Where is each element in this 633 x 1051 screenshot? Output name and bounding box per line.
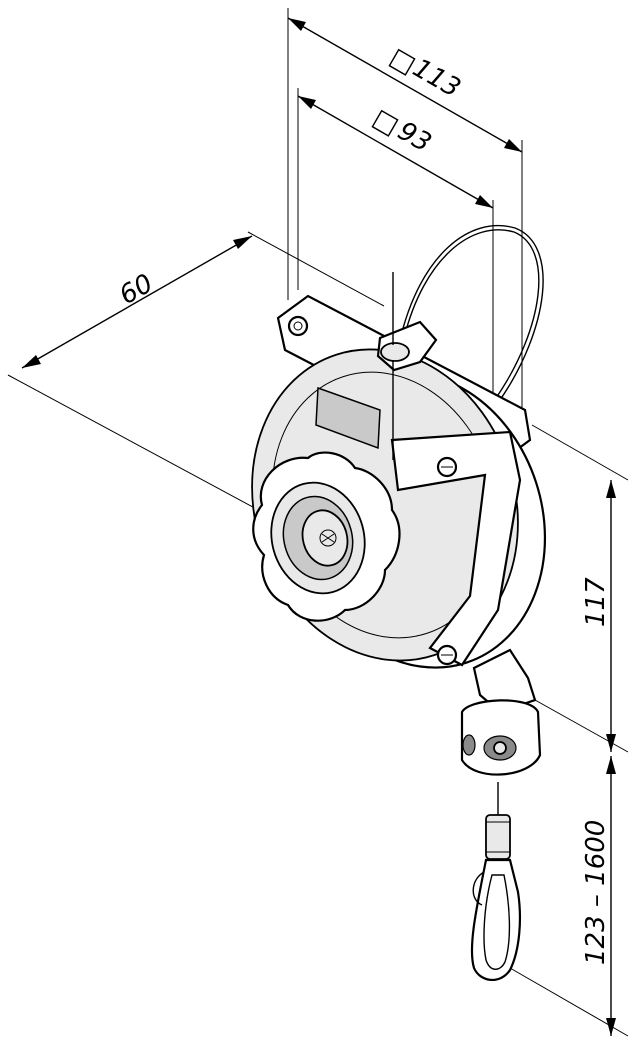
dim-depth: 60: [115, 269, 159, 312]
suspension-loop: [399, 224, 544, 401]
dim-cable-range: 123 – 1600: [581, 820, 611, 965]
dim-height: 117: [581, 577, 611, 627]
carabiner: [470, 858, 522, 981]
dimension-lines: [7, 8, 629, 1037]
spring-balancer: [251, 224, 547, 981]
cable-exit: [472, 648, 537, 714]
